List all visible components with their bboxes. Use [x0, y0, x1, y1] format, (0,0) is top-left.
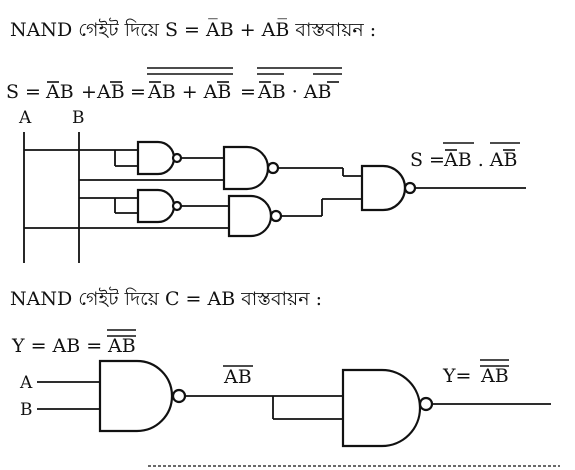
- carry-nand-gate-2: [272, 368, 551, 448]
- carry-output-prefix: Y=: [442, 365, 471, 387]
- sum-equation: S = AB + AB = AB + AB = AB · AB: [6, 67, 342, 103]
- carry-section-heading: NAND গেইট দিয়ে C = AB বাস্তবায়ন :: [10, 287, 322, 310]
- carry-eq-rhs: AB: [107, 335, 136, 357]
- sum-input-a-label: A: [18, 108, 32, 128]
- eq-term-nota-b: AB: [45, 81, 74, 103]
- eq-equals-3: =: [240, 81, 256, 103]
- sum-nand-gate-1: [24, 140, 224, 176]
- sum-nand-gate-2: [79, 145, 362, 191]
- carry-intermediate-label: AB: [223, 366, 252, 388]
- sum-output-prefix: S =: [410, 149, 445, 171]
- sum-input-b-label: B: [72, 108, 85, 128]
- carry-equation: Y = AB = AB: [11, 329, 136, 357]
- carry-output-expr: AB: [480, 365, 509, 387]
- sum-output-label: S = AB . AB: [410, 142, 520, 171]
- sum-nand-gate-3: [79, 188, 229, 224]
- eq-equals-2: =: [130, 81, 146, 103]
- eq-term-a-notb: AB: [96, 81, 125, 103]
- eq-product-form: AB · AB: [257, 81, 332, 103]
- sum-output-expr: AB . AB: [443, 149, 518, 171]
- eq-double-bar-sum: AB + AB: [147, 81, 231, 103]
- sum-nand-gate-4: [24, 194, 362, 238]
- carry-output-label: Y= AB: [442, 359, 509, 387]
- carry-input-a-label: A: [19, 373, 33, 393]
- eq-lhs: S =: [6, 81, 41, 103]
- eq-plus-1: +: [81, 81, 97, 103]
- sum-nand-gate-output: [360, 164, 526, 212]
- carry-input-b-label: B: [20, 400, 33, 420]
- carry-nand-gate-1: [37, 359, 343, 433]
- carry-eq-lhs: Y = AB =: [11, 335, 102, 357]
- sum-section-heading: NAND গেইট দিয়ে S = A̅B + AB̅ বাস্তবায়ন…: [10, 18, 376, 41]
